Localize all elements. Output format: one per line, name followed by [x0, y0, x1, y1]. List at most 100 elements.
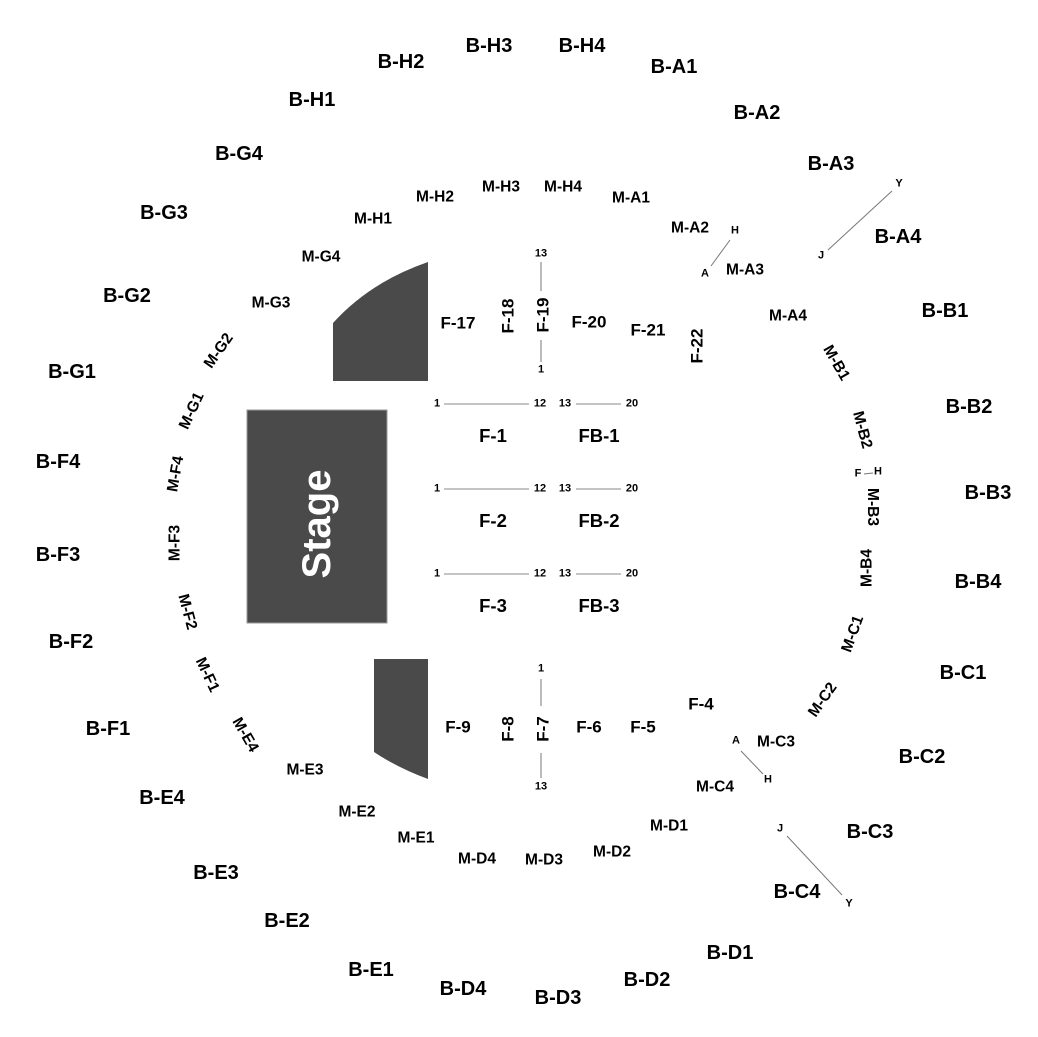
section-b-e4[interactable]: B-E4	[139, 787, 185, 809]
row-line-mb3	[863, 472, 874, 475]
section-m-e3[interactable]: M-E3	[286, 761, 324, 779]
section-m-g3[interactable]: M-G3	[251, 294, 291, 312]
section-f-2[interactable]: F-2	[479, 509, 507, 531]
section-f-3[interactable]: F-3	[479, 594, 507, 616]
section-b-b4[interactable]: B-B4	[954, 571, 1002, 593]
row-marker: H	[764, 773, 772, 786]
seat-end-marker: 20	[625, 482, 639, 495]
lower-wing-block	[374, 659, 428, 779]
section-m-b3[interactable]: M-B3	[863, 488, 881, 526]
section-m-a3[interactable]: M-A3	[726, 261, 764, 279]
section-b-h4[interactable]: B-H4	[558, 35, 606, 57]
section-m-a2[interactable]: M-A2	[671, 219, 709, 237]
row-marker: J	[776, 822, 784, 835]
section-b-a2[interactable]: B-A2	[733, 102, 781, 124]
section-b-d2[interactable]: B-D2	[623, 969, 671, 991]
seat-end-marker: 20	[625, 567, 639, 580]
upper-wing-block	[333, 262, 428, 381]
section-b-a4[interactable]: B-A4	[874, 226, 922, 248]
section-f-19[interactable]: F-19	[533, 297, 553, 333]
section-b-f1[interactable]: B-F1	[85, 718, 131, 740]
section-b-a1[interactable]: B-A1	[650, 56, 698, 78]
section-m-f3[interactable]: M-F3	[166, 524, 184, 562]
row-marker: H	[731, 224, 739, 237]
section-b-b2[interactable]: B-B2	[945, 396, 993, 418]
section-b-h2[interactable]: B-H2	[377, 51, 425, 73]
section-b-f2[interactable]: B-F2	[48, 631, 94, 653]
section-b-h3[interactable]: B-H3	[465, 35, 513, 57]
section-f-21[interactable]: F-21	[630, 320, 666, 340]
section-m-h2[interactable]: M-H2	[416, 188, 454, 206]
section-b-c2[interactable]: B-C2	[898, 746, 946, 768]
section-b-e3[interactable]: B-E3	[193, 862, 239, 884]
section-m-g4[interactable]: M-G4	[301, 248, 341, 266]
section-b-g4[interactable]: B-G4	[215, 143, 263, 165]
section-m-d1[interactable]: M-D1	[650, 817, 688, 835]
section-fb-3[interactable]: FB-3	[578, 594, 620, 616]
section-fb-2[interactable]: FB-2	[578, 509, 620, 531]
row-marker: J	[817, 249, 825, 262]
section-m-c3[interactable]: M-C3	[757, 733, 795, 751]
section-m-d2[interactable]: M-D2	[593, 843, 631, 861]
section-m-d3[interactable]: M-D3	[525, 851, 563, 869]
stage-block[interactable]	[246, 409, 388, 624]
section-f-7[interactable]: F-7	[533, 716, 553, 742]
row-marker: 1	[537, 363, 545, 376]
seat-start-marker: 13	[558, 567, 572, 580]
section-m-c4[interactable]: M-C4	[696, 778, 734, 796]
section-f-6[interactable]: F-6	[576, 717, 602, 737]
seat-start-marker: 1	[433, 567, 441, 580]
section-fb-1[interactable]: FB-1	[578, 424, 620, 446]
section-b-g1[interactable]: B-G1	[48, 361, 96, 383]
stage-label: Stage	[295, 469, 339, 579]
section-m-h1[interactable]: M-H1	[354, 210, 392, 228]
seat-start-marker: 13	[558, 482, 572, 495]
section-m-d4[interactable]: M-D4	[458, 850, 496, 868]
section-f-8[interactable]: F-8	[498, 716, 518, 742]
section-m-e1[interactable]: M-E1	[397, 829, 435, 847]
section-b-b3[interactable]: B-B3	[964, 482, 1012, 504]
row-marker: A	[701, 267, 709, 280]
section-f-9[interactable]: F-9	[445, 717, 471, 737]
seat-end-marker: 12	[533, 397, 547, 410]
row-marker: A	[732, 734, 740, 747]
section-m-e2[interactable]: M-E2	[338, 803, 376, 821]
section-b-d4[interactable]: B-D4	[439, 978, 487, 1000]
section-b-d1[interactable]: B-D1	[706, 942, 754, 964]
section-f-4[interactable]: F-4	[688, 694, 714, 714]
section-f-18[interactable]: F-18	[498, 298, 518, 334]
section-f-17[interactable]: F-17	[440, 313, 476, 333]
row-marker: F	[854, 467, 862, 480]
seat-start-marker: 1	[433, 397, 441, 410]
section-b-a3[interactable]: B-A3	[807, 153, 855, 175]
section-b-e1[interactable]: B-E1	[348, 959, 394, 981]
section-b-c4[interactable]: B-C4	[773, 881, 821, 903]
section-m-a4[interactable]: M-A4	[769, 307, 807, 325]
section-m-h3[interactable]: M-H3	[482, 178, 520, 196]
section-b-e2[interactable]: B-E2	[264, 910, 310, 932]
seat-end-marker: 20	[625, 397, 639, 410]
section-b-g3[interactable]: B-G3	[140, 202, 188, 224]
section-m-a1[interactable]: M-A1	[612, 189, 650, 207]
section-m-h4[interactable]: M-H4	[544, 178, 582, 196]
section-b-c1[interactable]: B-C1	[939, 662, 987, 684]
section-b-g2[interactable]: B-G2	[103, 285, 151, 307]
section-f-5[interactable]: F-5	[630, 717, 656, 737]
section-f-20[interactable]: F-20	[571, 312, 607, 332]
section-b-h1[interactable]: B-H1	[288, 89, 336, 111]
section-b-f3[interactable]: B-F3	[35, 544, 81, 566]
seat-start-marker: 13	[558, 397, 572, 410]
row-marker: 13	[534, 247, 548, 260]
section-m-b4[interactable]: M-B4	[858, 549, 876, 587]
section-b-c3[interactable]: B-C3	[846, 821, 894, 843]
seat-end-marker: 12	[533, 567, 547, 580]
section-f-1[interactable]: F-1	[479, 424, 507, 446]
row-line-ba4	[827, 190, 893, 251]
section-b-b1[interactable]: B-B1	[921, 300, 969, 322]
section-b-d3[interactable]: B-D3	[534, 987, 582, 1009]
section-f-22[interactable]: F-22	[687, 328, 707, 364]
row-marker: 1	[537, 662, 545, 675]
section-b-f4[interactable]: B-F4	[35, 451, 81, 473]
